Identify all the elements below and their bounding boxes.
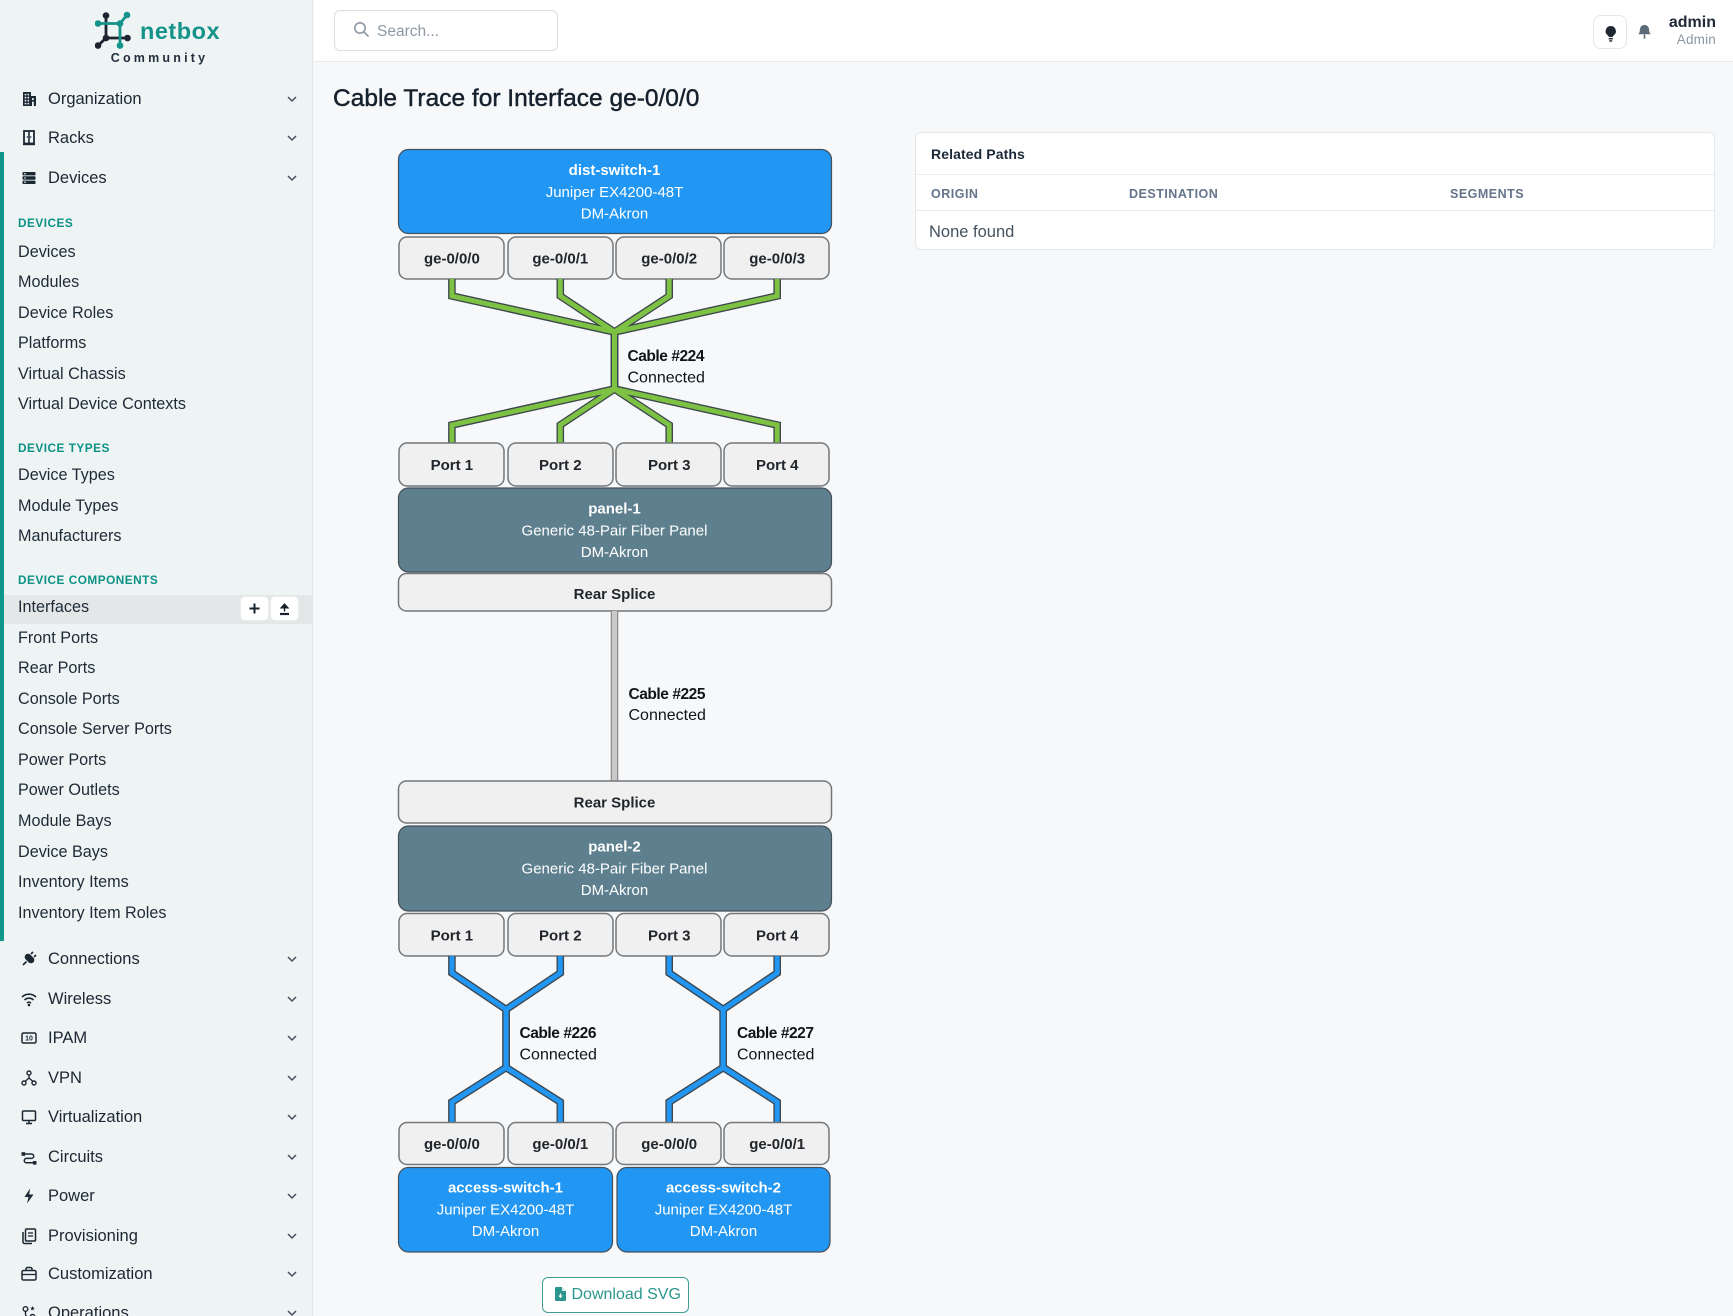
svg-text:ge-0/0/0: ge-0/0/0 (423, 1136, 479, 1153)
svg-text:DM-Akron: DM-Akron (689, 1223, 757, 1240)
svg-text:DM-Akron: DM-Akron (580, 206, 648, 223)
svg-text:ge-0/0/1: ge-0/0/1 (749, 1136, 805, 1153)
svg-text:ge-0/0/0: ge-0/0/0 (423, 251, 479, 268)
svg-text:DM-Akron: DM-Akron (471, 1223, 539, 1240)
svg-text:Port 2: Port 2 (539, 457, 582, 474)
svg-text:Juniper EX4200-48T: Juniper EX4200-48T (654, 1201, 792, 1218)
svg-text:Generic 48-Pair Fiber Panel: Generic 48-Pair Fiber Panel (521, 861, 707, 878)
svg-text:Juniper EX4200-48T: Juniper EX4200-48T (436, 1201, 574, 1218)
svg-text:Port 4: Port 4 (755, 927, 798, 944)
svg-text:Port 1: Port 1 (430, 927, 473, 944)
svg-text:Cable #227: Cable #227 (737, 1025, 814, 1042)
svg-text:Juniper EX4200-48T: Juniper EX4200-48T (545, 184, 683, 201)
svg-text:Connected: Connected (737, 1046, 814, 1063)
svg-text:ge-0/0/1: ge-0/0/1 (532, 251, 588, 268)
svg-text:Port 3: Port 3 (647, 457, 690, 474)
svg-text:Port 3: Port 3 (647, 927, 690, 944)
svg-text:Port 1: Port 1 (430, 457, 473, 474)
svg-text:Cable #226: Cable #226 (519, 1025, 596, 1042)
svg-text:ge-0/0/0: ge-0/0/0 (641, 1136, 697, 1153)
svg-text:panel-1: panel-1 (588, 501, 641, 518)
svg-text:panel-2: panel-2 (588, 839, 641, 856)
svg-text:Cable #225: Cable #225 (628, 686, 705, 703)
svg-text:Port 4: Port 4 (755, 457, 798, 474)
svg-text:ge-0/0/3: ge-0/0/3 (749, 251, 805, 268)
svg-text:10: 10 (25, 1036, 33, 1043)
svg-text:ge-0/0/1: ge-0/0/1 (532, 1136, 588, 1153)
svg-text:DM-Akron: DM-Akron (580, 882, 648, 899)
svg-text:Connected: Connected (628, 707, 705, 724)
svg-text:access-switch-2: access-switch-2 (665, 1179, 780, 1196)
svg-text:Generic 48-Pair Fiber Panel: Generic 48-Pair Fiber Panel (521, 523, 707, 540)
svg-text:Port 2: Port 2 (539, 927, 582, 944)
svg-text:access-switch-1: access-switch-1 (447, 1179, 562, 1196)
svg-text:DM-Akron: DM-Akron (580, 544, 648, 561)
svg-text:Rear Splice: Rear Splice (573, 586, 655, 603)
svg-text:Connected: Connected (519, 1046, 596, 1063)
svg-text:Connected: Connected (627, 370, 704, 387)
svg-text:ge-0/0/2: ge-0/0/2 (641, 251, 697, 268)
svg-text:dist-switch-1: dist-switch-1 (568, 162, 660, 179)
svg-text:Rear Splice: Rear Splice (573, 795, 655, 812)
svg-text:Cable #224: Cable #224 (627, 348, 704, 365)
